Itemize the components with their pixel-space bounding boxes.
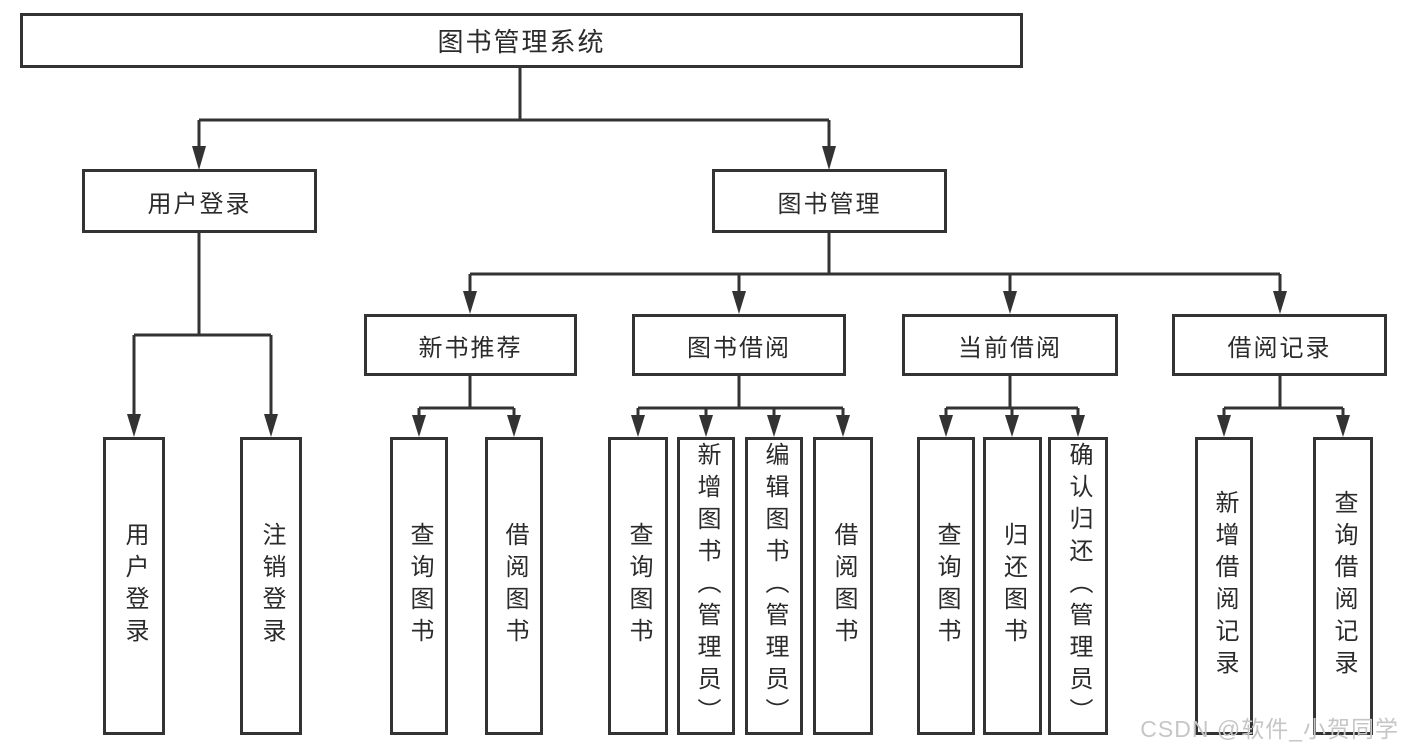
node-label: 查询借阅记录 [1330,490,1357,682]
leaf-borrow-books-recommend: 借阅图书 [485,437,543,735]
node-book-management: 图书管理 [712,169,947,233]
node-label: 编辑图书（管理员） [761,442,788,730]
arrow-down-icon [127,414,141,437]
arrow-down-icon [1003,291,1017,314]
node-book-borrow: 图书借阅 [632,314,846,376]
arrow-down-icon [1336,415,1350,437]
node-label: 用户登录 [121,522,148,650]
leaf-return-books: 归还图书 [983,437,1042,735]
node-user-login: 用户登录 [82,169,317,233]
arrow-down-icon [1273,291,1287,314]
leaf-borrow-books: 借阅图书 [813,437,873,735]
leaf-user-login: 用户登录 [103,437,165,735]
connector-root-to-level2 [192,68,836,170]
leaf-edit-books-admin: 编辑图书（管理员） [745,437,803,735]
arrow-down-icon [822,146,836,170]
leaf-query-books-borrow: 查询图书 [608,437,668,735]
arrow-down-icon [767,415,781,437]
arrow-down-icon [1217,415,1231,437]
node-label: 查询图书 [406,522,433,650]
leaf-query-books-recommend: 查询图书 [390,437,448,735]
leaf-add-books-admin: 新增图书（管理员） [677,437,735,735]
arrow-down-icon [1071,415,1085,437]
leaf-query-borrow-record: 查询借阅记录 [1313,437,1373,735]
leaf-confirm-return-admin: 确认归还（管理员） [1048,437,1108,735]
node-label: 图书管理系统 [437,27,606,57]
node-label: 借阅记录 [1227,334,1332,362]
csdn-watermark: CSDN @软件_小贺同学 [1140,716,1399,742]
arrow-down-icon [699,415,713,437]
connector-book-borrow-to-leaves [631,376,850,437]
node-label: 归还图书 [999,522,1027,650]
node-label: 当前借阅 [958,334,1062,362]
node-borrow-records: 借阅记录 [1172,314,1387,376]
arrow-down-icon [192,146,206,170]
leaf-logout: 注销登录 [240,437,302,735]
arrow-down-icon [732,291,746,314]
node-label: 借阅图书 [830,522,857,650]
connector-new-book-recommend-to-leaves [412,376,521,437]
arrow-down-icon [463,291,477,314]
node-root-library-management-system: 图书管理系统 [20,13,1023,68]
connector-user-login-to-leaves [127,233,278,437]
connector-current-borrow-to-leaves [939,376,1085,437]
node-label: 查询图书 [625,522,652,650]
node-label: 图书管理 [777,190,882,218]
leaf-query-books-current: 查询图书 [917,437,975,735]
arrow-down-icon [939,415,953,437]
node-label: 图书借阅 [687,334,791,362]
node-current-borrow: 当前借阅 [902,314,1118,376]
arrow-down-icon [507,415,521,437]
node-new-book-recommend: 新书推荐 [364,314,577,376]
arrow-down-icon [412,415,426,437]
leaf-add-borrow-record: 新增借阅记录 [1195,437,1253,735]
node-label: 借阅图书 [501,522,528,650]
node-label: 确认归还（管理员） [1065,442,1092,730]
connector-borrow-records-to-leaves [1217,376,1350,437]
node-label: 新增借阅记录 [1211,490,1238,682]
connector-book-management-to-level3 [463,233,1287,314]
arrow-down-icon [264,414,278,437]
arrow-down-icon [836,415,850,437]
arrow-down-icon [631,415,645,437]
node-label: 用户登录 [147,190,252,218]
node-label: 新书推荐 [418,334,523,362]
arrow-down-icon [1005,415,1019,437]
node-label: 查询图书 [933,522,960,650]
node-label: 新增图书（管理员） [693,442,720,730]
node-label: 注销登录 [258,522,285,650]
